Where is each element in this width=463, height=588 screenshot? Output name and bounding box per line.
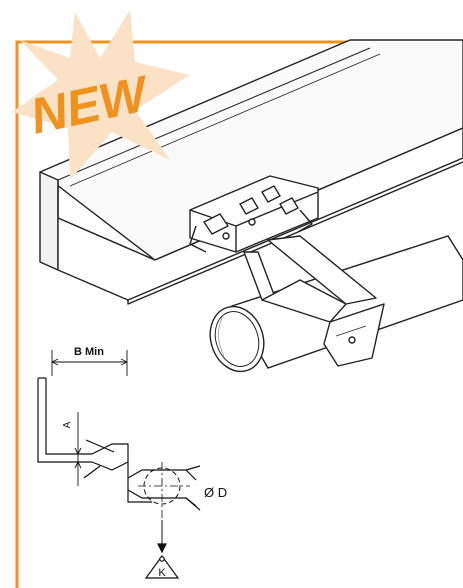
angle-beam (39, 39, 463, 305)
star-burst-icon (12, 10, 190, 180)
b-min-label: B Min (74, 346, 104, 358)
pipe-hanger (243, 235, 385, 367)
orange-frame (15, 40, 463, 588)
load-k-label: K (158, 567, 166, 579)
frame-border (15, 40, 463, 588)
diameter-label: Ø D (204, 485, 227, 500)
dimension-drawing (37, 350, 201, 579)
a-label: A (62, 421, 73, 428)
beam-clip (189, 175, 319, 253)
